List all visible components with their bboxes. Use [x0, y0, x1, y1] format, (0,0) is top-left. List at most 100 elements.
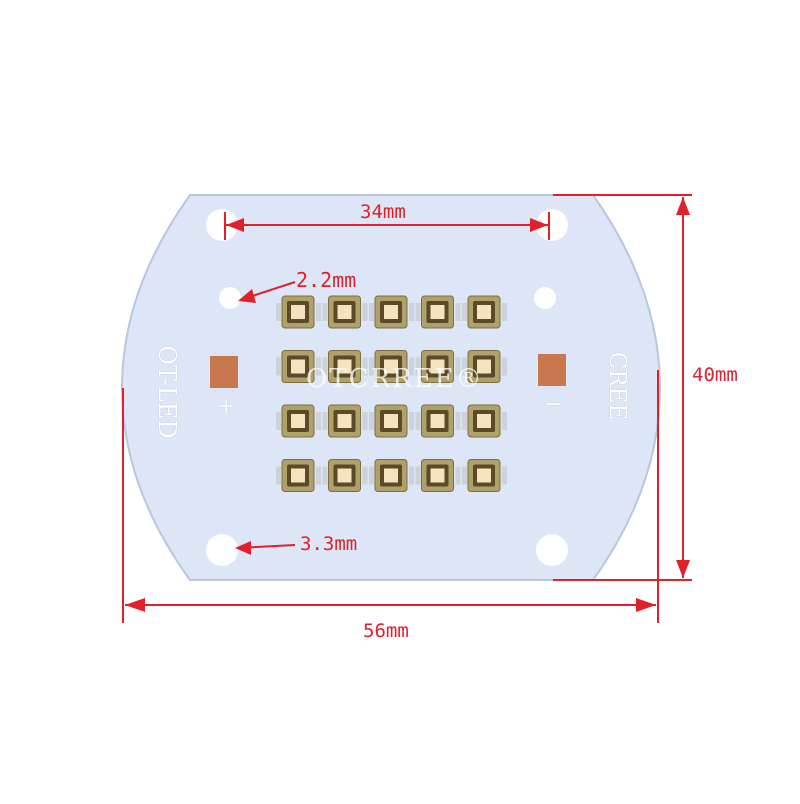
led-chip	[415, 404, 461, 438]
led-chip	[369, 350, 414, 383]
led-die	[430, 414, 445, 428]
led-die	[477, 305, 491, 319]
led-die	[291, 468, 305, 483]
led-die	[384, 468, 398, 483]
led-solder-pad	[276, 303, 281, 321]
led-die	[384, 359, 398, 374]
led-solder-pad	[369, 303, 374, 321]
led-die	[291, 414, 305, 428]
led-solder-pad	[362, 357, 368, 376]
dim-label-40mm: 40mm	[692, 364, 738, 386]
led-chip	[415, 295, 461, 329]
led-solder-pad	[502, 303, 507, 321]
led-die	[291, 305, 305, 319]
arrow-22	[238, 289, 256, 303]
led-chip	[415, 459, 461, 492]
led-chip	[462, 350, 507, 383]
arrow-56-left	[125, 598, 145, 612]
arrow-40-top	[676, 197, 690, 215]
led-die	[477, 414, 491, 428]
led-solder-pad	[409, 303, 414, 321]
led-solder-pad	[369, 357, 374, 376]
led-chip	[276, 350, 321, 383]
led-chip	[276, 295, 321, 329]
plus-marking: +	[217, 394, 236, 419]
arrow-56-right	[636, 598, 656, 612]
led-chip	[415, 350, 461, 383]
led-solder-pad	[415, 466, 421, 485]
led-chip	[462, 295, 507, 329]
led-chip	[369, 404, 414, 438]
led-solder-pad	[462, 466, 467, 485]
led-solder-pad	[322, 357, 328, 376]
led-solder-pad	[502, 466, 507, 485]
arrow-33	[235, 541, 251, 555]
led-solder-pad	[276, 357, 281, 376]
led-die	[291, 359, 305, 374]
led-die	[337, 305, 352, 319]
led-solder-pad	[362, 412, 368, 430]
led-solder-pad	[409, 412, 414, 430]
small-hole-right	[534, 287, 556, 309]
small-hole-left	[219, 287, 241, 309]
led-solder-pad	[415, 412, 421, 430]
dimension-lines	[122, 194, 692, 623]
led-solder-pad	[462, 357, 467, 376]
dim-label-3-3mm: 3.3mm	[300, 533, 358, 555]
led-solder-pad	[362, 466, 368, 485]
led-solder-pad	[322, 303, 328, 321]
led-solder-pad	[316, 412, 321, 430]
led-solder-pad	[362, 303, 368, 321]
led-solder-pad	[462, 412, 467, 430]
led-die	[430, 359, 445, 374]
led-solder-pad	[322, 412, 328, 430]
led-die	[430, 468, 445, 483]
minus-marking: −	[544, 392, 563, 417]
led-die	[384, 305, 398, 319]
led-chip	[322, 350, 368, 383]
led-chip	[276, 459, 321, 492]
led-solder-pad	[409, 357, 414, 376]
led-chip	[322, 404, 368, 438]
positive-pad	[210, 356, 238, 388]
led-solder-pad	[276, 412, 281, 430]
led-die	[477, 359, 491, 374]
dimension-arrows	[125, 197, 690, 612]
led-solder-pad	[415, 357, 421, 376]
led-solder-pad	[276, 466, 281, 485]
led-solder-pad	[455, 303, 461, 321]
dim-label-2-2mm: 2.2mm	[296, 268, 357, 292]
arrow-40-bottom	[676, 560, 690, 578]
led-die	[337, 414, 352, 428]
led-die	[337, 468, 352, 483]
led-solder-pad	[409, 466, 414, 485]
led-chip	[369, 459, 414, 492]
led-solder-pad	[316, 303, 321, 321]
led-chip	[322, 459, 368, 492]
led-chip	[462, 404, 507, 438]
watermark: OTCRREE®	[306, 364, 484, 394]
led-die	[337, 359, 352, 374]
led-grid	[276, 295, 507, 492]
led-solder-pad	[455, 412, 461, 430]
mount-hole-top-left	[206, 209, 238, 241]
led-die	[430, 305, 445, 319]
brand-cree: CREE	[604, 351, 630, 421]
led-solder-pad	[502, 357, 507, 376]
led-chip	[369, 295, 414, 329]
mount-hole-top-right	[536, 209, 568, 241]
led-die	[477, 468, 491, 483]
led-solder-pad	[462, 303, 467, 321]
led-solder-pad	[316, 357, 321, 376]
dim-label-34mm: 34mm	[360, 201, 406, 223]
arrow-34-left	[226, 218, 244, 232]
brand-ot-led: OT-LED	[153, 345, 181, 439]
led-solder-pad	[316, 466, 321, 485]
dim-label-56mm: 56mm	[363, 620, 409, 642]
led-die	[384, 414, 398, 428]
led-chip	[322, 295, 368, 329]
led-chip	[276, 404, 321, 438]
led-solder-pad	[502, 412, 507, 430]
